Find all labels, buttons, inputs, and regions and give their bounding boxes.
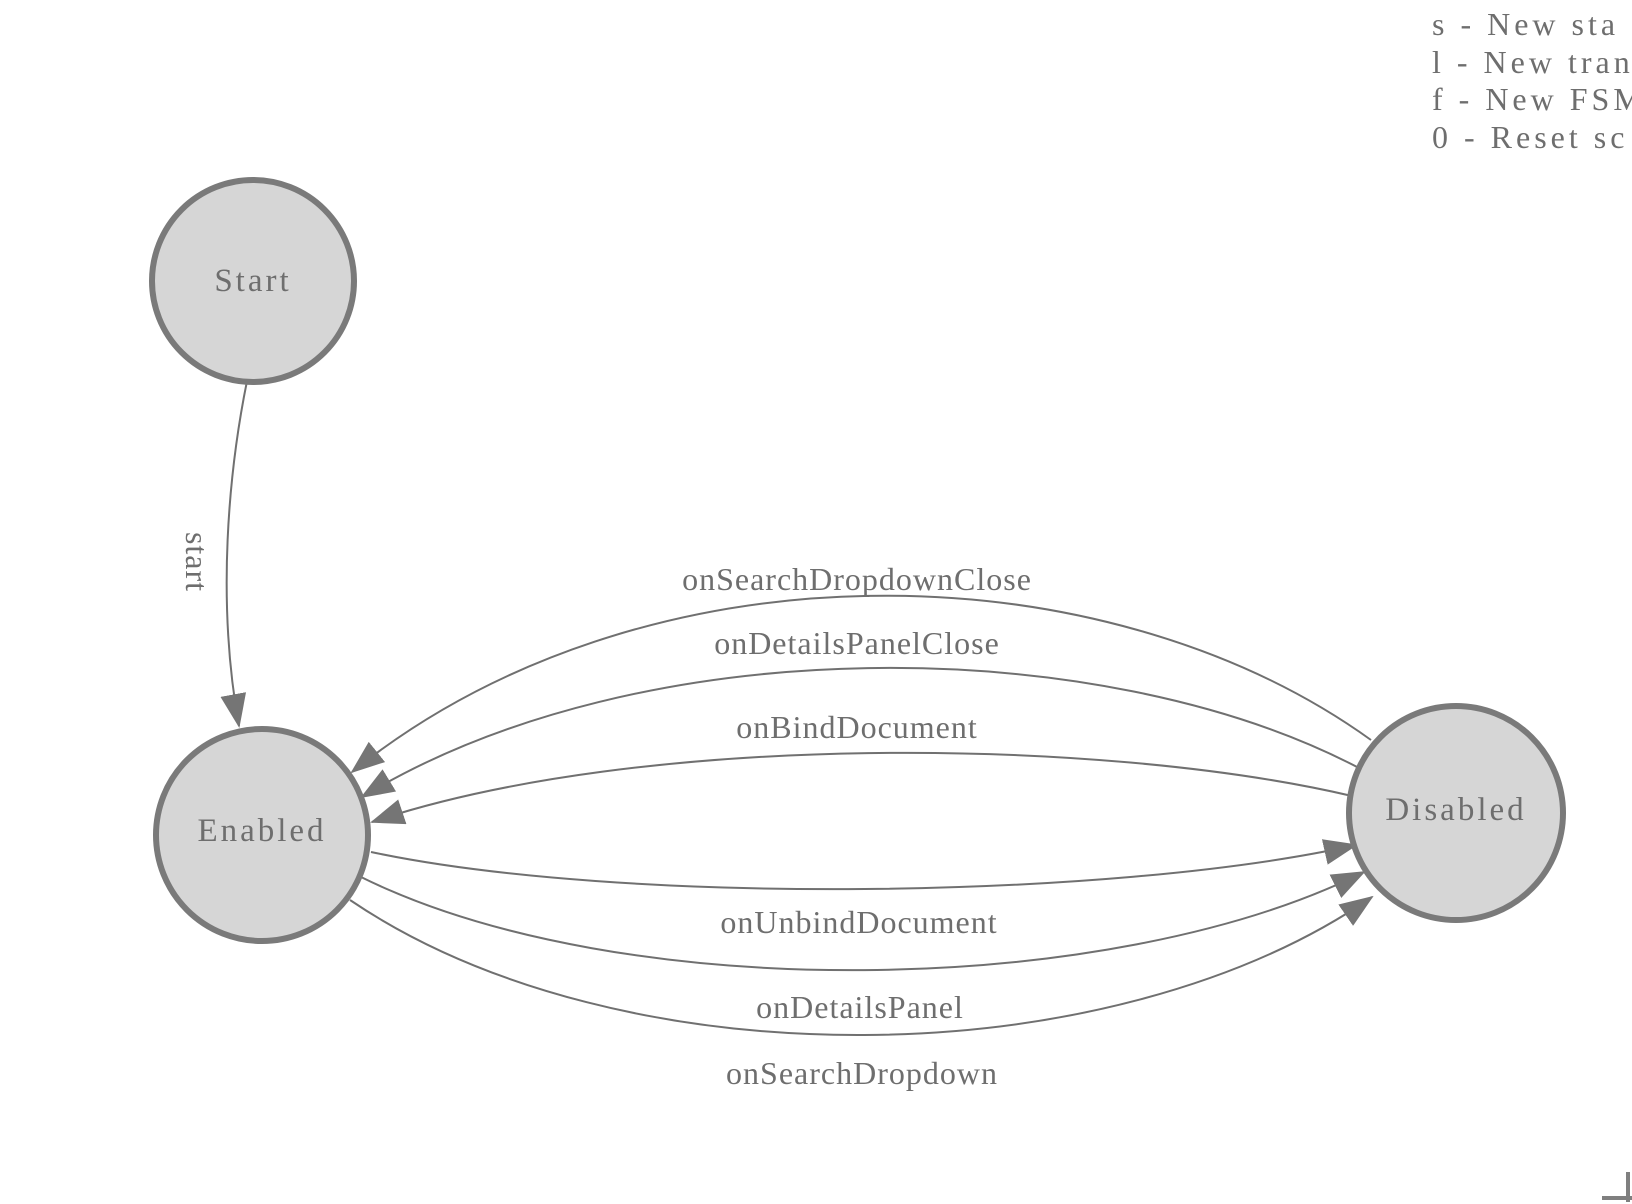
node-enabled-circle[interactable] <box>153 726 371 944</box>
edge-on-unbind-document[interactable]: onUnbindDocument <box>370 839 1358 940</box>
node-start-circle[interactable] <box>149 177 357 385</box>
shortcut-legend: s - New sta l - New tran f - New FSM 0 -… <box>1432 6 1632 156</box>
legend-line-new-transition: l - New tran <box>1432 43 1632 80</box>
diagram-bounds-corner-vertical <box>1626 1172 1630 1202</box>
edge-on-search-dropdown-path[interactable] <box>349 895 1374 1036</box>
edge-on-search-dropdown-close-path[interactable] <box>350 594 1372 774</box>
node-enabled-label: Enabled <box>197 813 326 849</box>
edge-start[interactable]: start <box>179 380 248 728</box>
node-disabled[interactable]: Disabled <box>1346 703 1566 923</box>
node-disabled-circle[interactable] <box>1346 703 1566 923</box>
edge-label-start[interactable]: start <box>179 532 215 592</box>
diagram-bounds-corner-horizontal <box>1602 1196 1632 1200</box>
edge-on-search-dropdown[interactable]: onSearchDropdown <box>349 895 1374 1091</box>
edge-label-on-search-dropdown-close[interactable]: onSearchDropdownClose <box>682 561 1032 597</box>
legend-line-new-fsm: f - New FSM <box>1432 81 1632 117</box>
edge-label-on-details-panel-close[interactable]: onDetailsPanelClose <box>714 625 1000 661</box>
edge-on-unbind-document-path[interactable] <box>370 839 1358 891</box>
edge-on-details-panel-close-path[interactable] <box>360 666 1360 799</box>
node-start[interactable]: Start <box>149 177 357 385</box>
node-start-label: Start <box>214 263 291 299</box>
edge-on-search-dropdown-close[interactable]: onSearchDropdownClose <box>350 561 1372 774</box>
edge-label-on-bind-document[interactable]: onBindDocument <box>736 709 978 745</box>
edge-on-bind-document[interactable]: onBindDocument <box>370 709 1353 825</box>
edge-label-on-details-panel[interactable]: onDetailsPanel <box>756 989 964 1025</box>
edge-on-details-panel-close[interactable]: onDetailsPanelClose <box>360 625 1360 799</box>
node-disabled-label: Disabled <box>1385 792 1526 828</box>
legend-line-new-state: s - New sta <box>1432 6 1620 42</box>
edge-on-bind-document-path[interactable] <box>370 751 1353 825</box>
edge-on-details-panel[interactable]: onDetailsPanel <box>360 871 1366 1025</box>
edge-on-details-panel-path[interactable] <box>360 871 1366 972</box>
node-enabled[interactable]: Enabled <box>153 726 371 944</box>
edge-start-path[interactable] <box>220 380 248 728</box>
legend-line-reset-scale: 0 - Reset sc <box>1432 118 1629 155</box>
edge-label-on-search-dropdown[interactable]: onSearchDropdown <box>726 1055 998 1091</box>
edge-label-on-unbind-document[interactable]: onUnbindDocument <box>720 904 997 940</box>
